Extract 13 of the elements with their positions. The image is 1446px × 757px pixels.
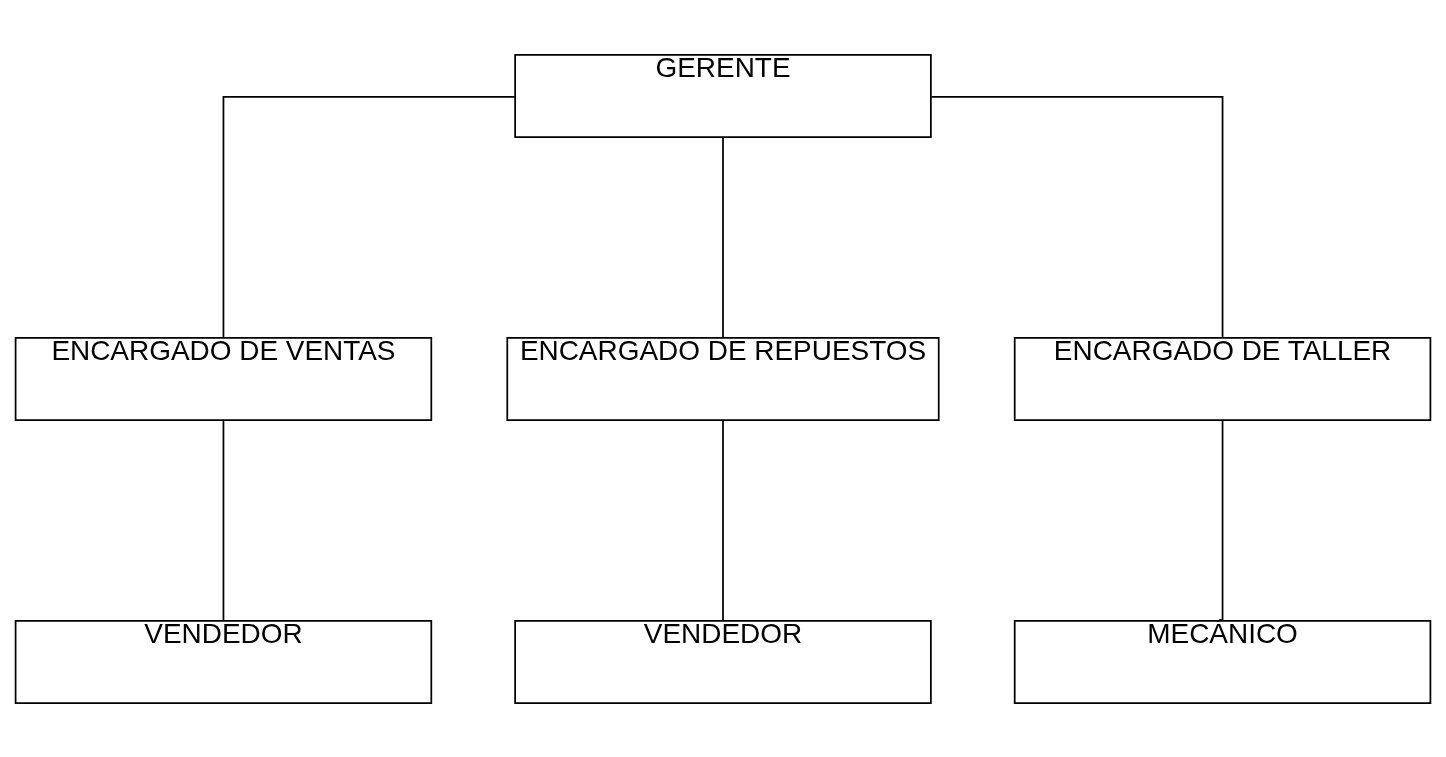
node-box: MECÁNICO xyxy=(1013,619,1432,704)
connector xyxy=(1221,418,1224,622)
connector xyxy=(222,95,516,338)
connector xyxy=(222,418,225,622)
node-box: VENDEDOR xyxy=(14,619,433,704)
node-box: VENDEDOR xyxy=(514,619,932,704)
node-box: ENCARGADO DE VENTAS xyxy=(14,336,433,421)
connector xyxy=(930,95,1224,338)
connector xyxy=(722,418,724,622)
node-box: ENCARGADO DE TALLER xyxy=(1013,336,1432,421)
connector xyxy=(722,135,724,339)
node-box: GERENTE xyxy=(514,53,932,138)
node-box: ENCARGADO DE REPUESTOS xyxy=(506,336,940,421)
